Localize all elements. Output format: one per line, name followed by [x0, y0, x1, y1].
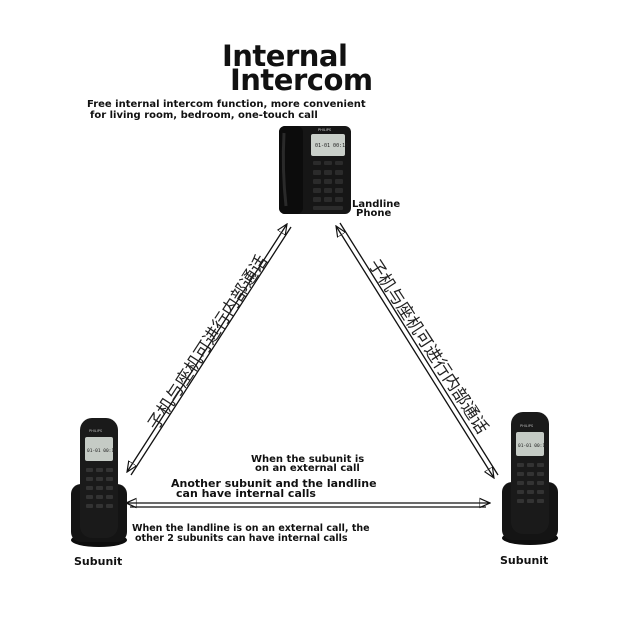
caption-subunit-external-line-1: When the subunit is	[251, 454, 365, 465]
right-diagonal-arrow	[336, 222, 499, 478]
landline-label-line-2: Phone	[356, 208, 392, 219]
caption-another-line-1: Another subunit and the landline	[171, 477, 377, 490]
landline-label-line-1: Landline	[352, 199, 401, 210]
subtitle-line-1: Free internal intercom function, more co…	[87, 99, 366, 110]
landline-brand: PHILIPS	[318, 128, 332, 132]
caption-another-line-2: can have internal calls	[176, 487, 316, 500]
landline-screen-text: 01-01 00:16	[315, 143, 348, 149]
subtitle: Free internal intercom function, more co…	[87, 99, 366, 121]
subtitle-line-2: for living room, bedroom, one-touch call	[90, 110, 318, 121]
subunit-left-label: Subunit	[74, 555, 123, 568]
subunit-left-image: 01-01 00:16 PHILIPS	[71, 418, 127, 547]
left-diagonal-arrow	[127, 224, 292, 476]
landline-phone-image: 01-01 00:16 PHILIPS	[279, 126, 351, 214]
landline-label: Landline Phone	[352, 199, 401, 219]
caption-landline-external: When the landline is on an external call…	[132, 524, 370, 544]
caption-landline-external-line-2: other 2 subunits can have internal calls	[135, 533, 348, 544]
subunit-right-image: 01-01 00:16 PHILIPS	[502, 412, 558, 545]
left-handset-brand: PHILIPS	[89, 429, 103, 433]
right-handset-brand: PHILIPS	[520, 424, 534, 428]
horizontal-arrow	[126, 503, 490, 507]
caption-subunit-external: When the subunit is on an external call	[251, 454, 365, 474]
title-line-2: Intercom	[230, 63, 373, 97]
subunit-right-label: Subunit	[500, 554, 549, 567]
caption-another-subunit: Another subunit and the landline can hav…	[171, 477, 377, 500]
caption-landline-external-line-1: When the landline is on an external call…	[132, 523, 370, 534]
page-title: Internal Intercom	[222, 39, 373, 97]
caption-subunit-external-line-2: on an external call	[255, 463, 360, 474]
title-line-1: Internal	[222, 39, 348, 73]
left-handset-screen: 01-01 00:16	[87, 448, 117, 454]
right-handset-screen: 01-01 00:16	[518, 443, 548, 449]
